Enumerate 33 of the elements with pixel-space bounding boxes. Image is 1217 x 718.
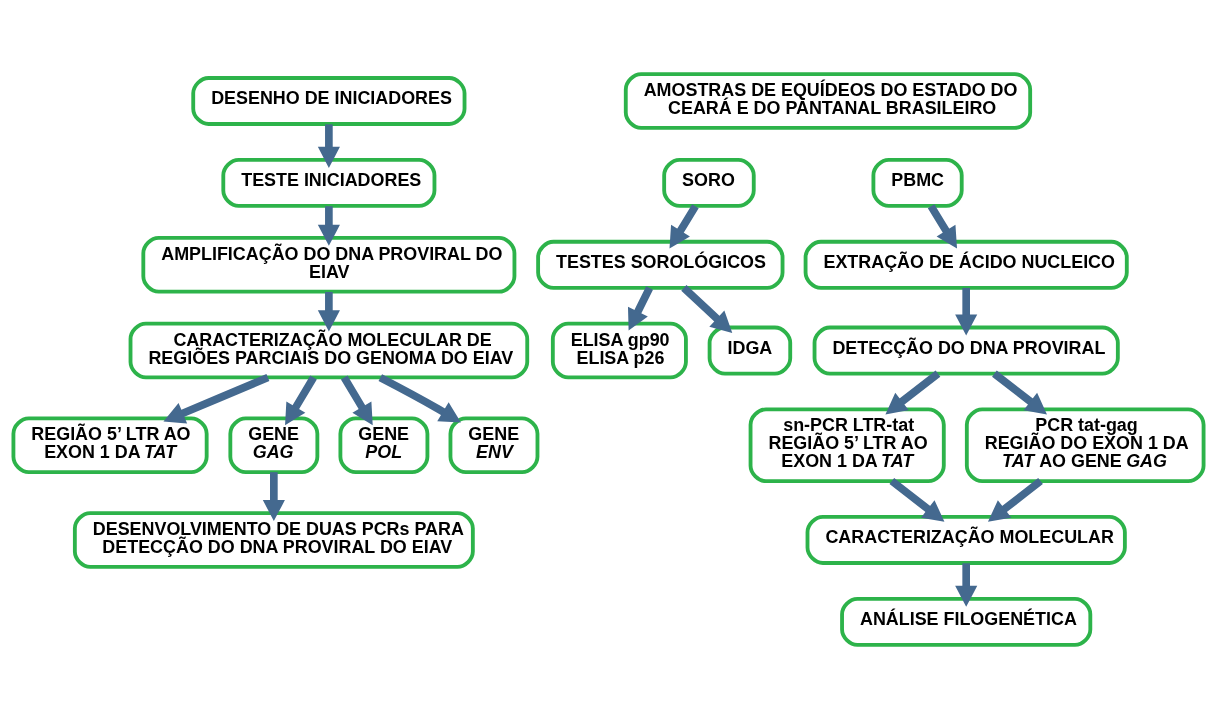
- node-box: CARACTERIZAÇÃO MOLECULAR DE REGIÕES PARCIAIS DO GENOMA DO EIAV: [128, 321, 530, 379]
- arrow: [317, 123, 340, 168]
- arrow: [681, 284, 733, 333]
- node-box: PCR tat-gag REGIÃO DO EXON 1 DA TAT AO GENE GAG: [964, 407, 1206, 483]
- arrow: [627, 285, 653, 331]
- node-box: sn-PCR LTR-tat REGIÃO 5’ LTR AO EXON 1 DA TAT: [748, 407, 946, 483]
- arrow: [927, 203, 957, 249]
- arrow: [889, 477, 945, 522]
- arrow: [378, 373, 461, 423]
- node-box: ELISA gp90 ELISA p26: [550, 321, 688, 379]
- arrow: [669, 203, 699, 249]
- node-box: PBMC: [871, 157, 964, 208]
- node-box: GENE ENV: [448, 415, 540, 474]
- node-box: EXTRAÇÃO DE ÁCIDO NUCLEICO: [803, 239, 1129, 290]
- node-box: GENE POL: [338, 415, 430, 474]
- node-box: AMOSTRAS DE EQUÍDEOS DO ESTADO DO CEARÁ E DO PANTANAL BRASILEIRO: [623, 71, 1033, 130]
- node-box: TESTES SOROLÓGICOS: [536, 239, 785, 290]
- node-box: REGIÃO 5’ LTR AO EXON 1 DA TAT: [11, 415, 209, 474]
- node-box: CARACTERIZAÇÃO MOLECULAR: [805, 514, 1127, 565]
- node-box: DETECÇÃO DO DNA PROVIRAL: [812, 325, 1120, 375]
- arrow: [340, 375, 373, 425]
- node-box: IDGA: [707, 325, 793, 375]
- arrow: [987, 477, 1043, 522]
- arrow: [285, 375, 317, 425]
- node-box: SORO: [662, 157, 756, 208]
- arrow: [885, 370, 941, 414]
- arrow: [992, 370, 1047, 414]
- node-box: DESENVOLVIMENTO DE DUAS PCRs PARA DETECÇÃO DO DNA PROVIRAL DO EIAV: [72, 510, 475, 569]
- node-box: AMPLIFICAÇÃO DO DNA PROVIRAL DO EIAV: [141, 235, 517, 294]
- node-box: TESTE INICIADORES: [221, 157, 437, 208]
- node-box: DESENHO DE INICIADORES: [191, 75, 467, 126]
- node-box: GENE GAG: [228, 415, 320, 474]
- node-box: ANÁLISE FILOGENÉTICA: [840, 596, 1093, 647]
